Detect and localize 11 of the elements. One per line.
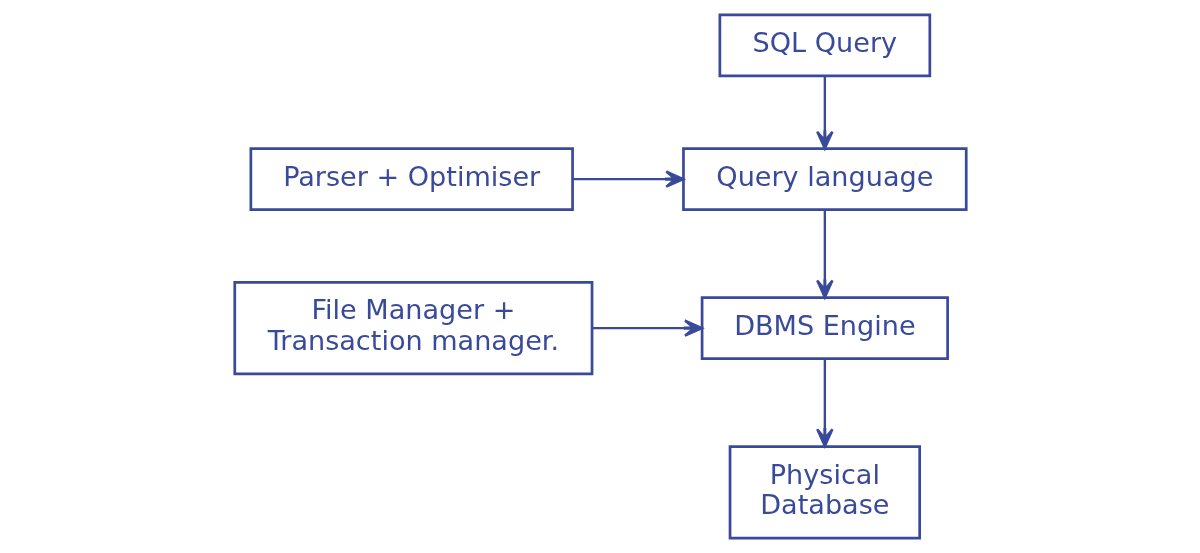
node-box: Physical Database [728,445,921,540]
node-box: Parser + Optimiser [249,147,574,211]
node-box: Query language [681,147,968,211]
node-box: DBMS Engine [700,296,949,360]
node-box: SQL Query [718,13,931,78]
arrow [815,76,834,150]
arrow [572,170,684,188]
node-box: File Manager + Transaction manager. [232,281,593,376]
arrow [815,210,834,299]
arrow [592,319,703,337]
arrow [815,359,834,448]
